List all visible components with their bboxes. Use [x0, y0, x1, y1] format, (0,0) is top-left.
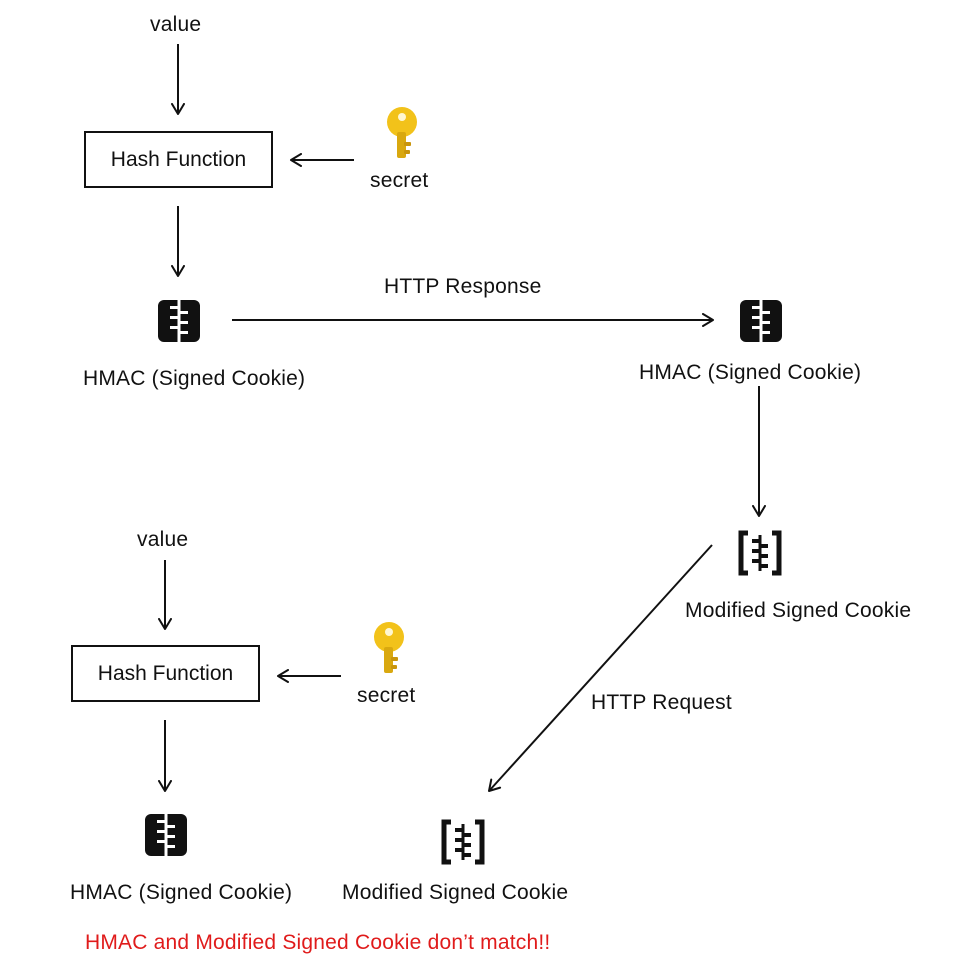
modified-cookie-label-bottom: Modified Signed Cookie [342, 881, 569, 904]
hmac-label-received: HMAC (Signed Cookie) [639, 361, 862, 384]
secret-label-top: secret [370, 169, 429, 192]
bracketed-zipper-cookie-icon [441, 819, 485, 865]
http-response-label: HTTP Response [384, 275, 542, 298]
hash-function-box-bottom: Hash Function [71, 645, 260, 702]
hash-function-label-bottom: Hash Function [97, 661, 234, 685]
value-label-top: value [150, 13, 202, 36]
modified-cookie-label-right: Modified Signed Cookie [685, 599, 912, 622]
value-label-bottom: value [137, 528, 189, 551]
mismatch-message: HMAC and Modified Signed Cookie don’t ma… [85, 931, 551, 954]
zipper-cookie-icon [740, 300, 782, 342]
arrow-http-request [488, 544, 713, 792]
zipper-cookie-icon [158, 300, 200, 342]
key-icon [387, 107, 417, 158]
http-request-label: HTTP Request [591, 691, 732, 714]
bracketed-zipper-cookie-icon [738, 530, 782, 576]
hmac-label-bottom: HMAC (Signed Cookie) [70, 881, 293, 904]
secret-label-bottom: secret [357, 684, 416, 707]
zipper-cookie-icon [145, 814, 187, 856]
hash-function-box-top: Hash Function [84, 131, 273, 188]
hmac-label-top: HMAC (Signed Cookie) [83, 367, 306, 390]
hash-function-label-top: Hash Function [110, 147, 247, 171]
key-icon [374, 622, 404, 673]
